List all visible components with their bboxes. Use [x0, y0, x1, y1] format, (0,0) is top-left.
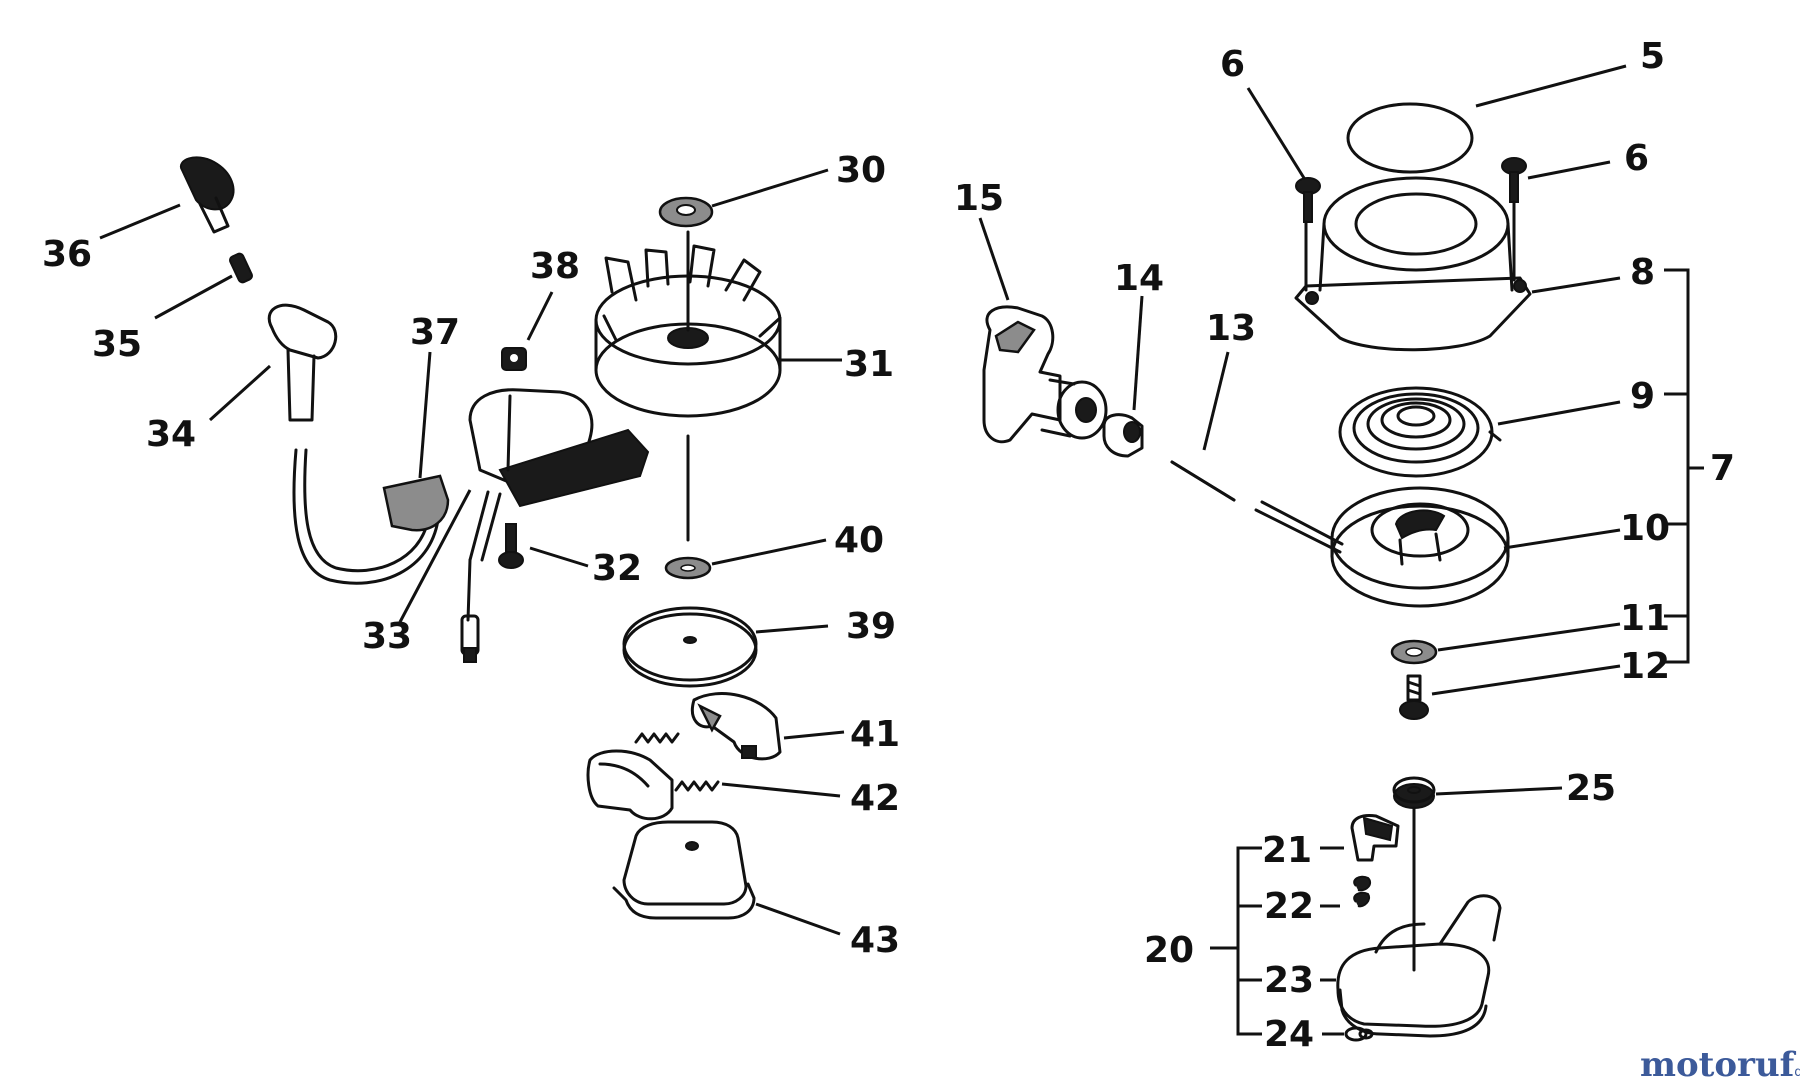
clutch-shoe-upper-part: [691, 692, 845, 761]
starter-pulley-part: [1330, 486, 1621, 608]
assembly-7-bracket: [1664, 268, 1704, 664]
pulley-washer-part: [1390, 622, 1621, 665]
svg-text:motorufde: motorufde: [1640, 1045, 1800, 1085]
label-23: 23: [1264, 960, 1314, 1001]
label-36: 36: [42, 234, 92, 275]
spark-plug-cap-part: [99, 156, 235, 240]
watermark-brand: motoruf: [1640, 1045, 1797, 1085]
label-13: 13: [1206, 308, 1256, 349]
clutch-plate-part: [622, 606, 829, 688]
label-30: 30: [836, 150, 886, 191]
part-labels: 5 6 6 7 8 9 10 11 12 13 14 15 20 21 22 2…: [42, 36, 1735, 1055]
pawl-nut-part: [1392, 776, 1563, 972]
starter-rope-part: [1170, 351, 1344, 554]
label-8: 8: [1630, 252, 1655, 293]
label-9: 9: [1630, 376, 1655, 417]
label-25: 25: [1566, 768, 1616, 809]
pawl-spring-part: [1320, 875, 1372, 908]
ignition-boot-part: [208, 303, 338, 422]
handle-bushing-part: [1102, 295, 1144, 458]
flywheel-part: [594, 230, 842, 542]
pawl-cover-part: [1320, 894, 1502, 1038]
screw-right-part: [1501, 157, 1611, 203]
label-42: 42: [850, 778, 900, 819]
label-7: 7: [1710, 448, 1735, 489]
label-11: 11: [1620, 598, 1670, 639]
watermark-suffix: de: [1794, 1065, 1800, 1080]
label-34: 34: [146, 414, 196, 455]
clutch-washer-part: [664, 538, 827, 580]
label-31: 31: [844, 344, 894, 385]
flywheel-washer-part: [658, 168, 829, 228]
label-15: 15: [954, 178, 1004, 219]
clutch-cover-part: [612, 820, 841, 936]
label-40: 40: [834, 520, 884, 561]
label-32: 32: [592, 548, 642, 589]
label-33: 33: [362, 616, 412, 657]
label-14: 14: [1114, 258, 1164, 299]
label-21: 21: [1262, 830, 1312, 871]
grommet-part: [382, 351, 450, 532]
label-6a: 6: [1220, 44, 1245, 85]
coil-nut-part: [501, 291, 554, 371]
starter-housing-part: [1294, 176, 1621, 352]
pulley-bolt-part: [1399, 664, 1621, 720]
spring-terminal-part: [154, 252, 253, 320]
watermark-logo: motorufde: [1640, 1045, 1800, 1085]
label-38: 38: [530, 246, 580, 287]
coil-bolt-part: [498, 523, 589, 569]
label-20: 20: [1144, 930, 1194, 971]
label-35: 35: [92, 324, 142, 365]
label-5: 5: [1640, 36, 1665, 77]
pawl-part: [1320, 814, 1400, 862]
clutch-shoe-lower-part: [586, 749, 841, 821]
ignition-coil-part: [398, 388, 650, 623]
label-37: 37: [410, 312, 460, 353]
label-12: 12: [1620, 646, 1670, 687]
pawl-clip-part: [1322, 1026, 1374, 1042]
label-39: 39: [846, 606, 896, 647]
recoil-spring-part: [1338, 386, 1621, 478]
screw-left-part: [1246, 87, 1321, 223]
label-6b: 6: [1624, 138, 1649, 179]
label-43: 43: [850, 920, 900, 961]
assembly-20-bracket: [1210, 846, 1262, 1036]
starter-gasket-part: [1346, 64, 1627, 174]
label-22: 22: [1264, 886, 1314, 927]
label-10: 10: [1620, 508, 1670, 549]
label-24: 24: [1264, 1014, 1314, 1055]
label-41: 41: [850, 714, 900, 755]
starter-handle-part: [978, 217, 1108, 444]
